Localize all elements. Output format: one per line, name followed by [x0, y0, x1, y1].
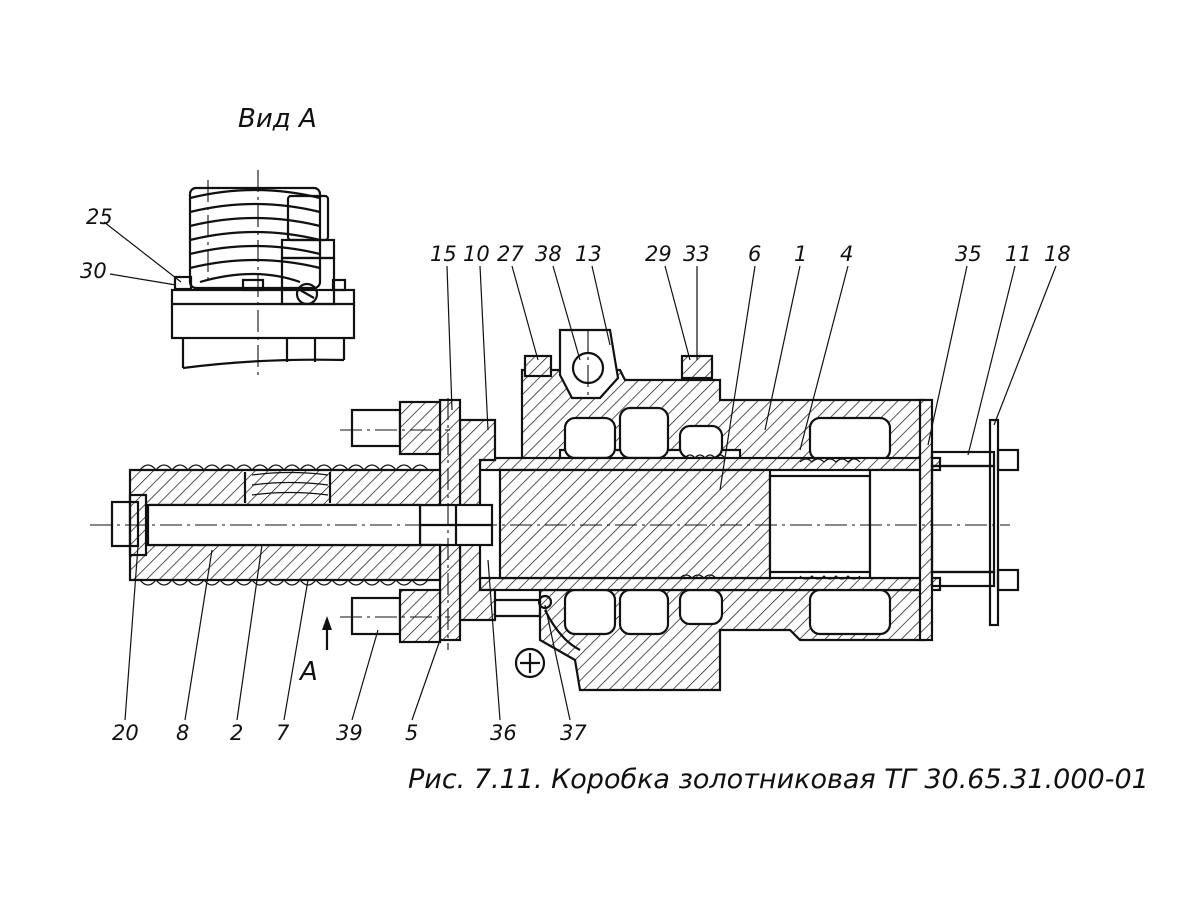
callout-39: 39	[336, 721, 363, 745]
callout-33: 33	[683, 242, 710, 266]
fitting-39	[350, 596, 402, 636]
plate-18	[988, 418, 1000, 627]
callout-1: 1	[794, 242, 807, 266]
pipe-37	[495, 598, 542, 618]
view-a-detail: Вид А 25 30	[80, 104, 356, 375]
arrow-a-label: A	[298, 657, 318, 687]
boss-27	[523, 354, 553, 378]
callout-10: 10	[463, 242, 490, 266]
callouts-bottom: 20 8 2 7 39 5 36 37	[112, 544, 587, 745]
callout-18: 18	[1044, 242, 1071, 266]
nut-top	[996, 448, 1020, 472]
fitting-top-nut	[398, 400, 442, 456]
callout-27: 27	[497, 242, 524, 266]
callout-37: 37	[560, 721, 587, 745]
view-arrow-a: A	[298, 616, 332, 687]
sleeve-top	[478, 456, 942, 472]
view-a-label: Вид А	[238, 104, 317, 134]
main-section: A	[90, 328, 1020, 692]
nut-bottom	[996, 568, 1020, 592]
figure-caption: Рис. 7.11. Коробка золотниковая ТГ 30.65…	[408, 764, 1149, 795]
callout-15: 15	[430, 242, 457, 266]
callout-8: 8	[176, 721, 189, 745]
end-nut-20	[110, 500, 140, 548]
spring-7	[139, 464, 429, 586]
callout-11: 11	[1005, 242, 1032, 266]
spool	[498, 468, 772, 580]
callout-30: 30	[80, 259, 107, 283]
callout-4: 4	[840, 242, 853, 266]
fitting-39-nut	[398, 588, 442, 644]
spool-bore	[768, 474, 872, 574]
view-a-fitting	[286, 194, 330, 242]
view-a-base-plate	[170, 288, 356, 340]
port-38	[558, 328, 620, 400]
callout-13: 13	[575, 242, 602, 266]
callout-29: 29	[645, 242, 672, 266]
callouts-top: 15 10 27 38 13 29 33 6 1 4 35 11 18	[430, 242, 1071, 491]
callout-5: 5	[405, 721, 418, 745]
bracket-eye	[514, 647, 546, 679]
callout-7: 7	[276, 721, 290, 745]
callout-35: 35	[955, 242, 982, 266]
callout-38: 38	[535, 242, 562, 266]
view-a-spring	[188, 186, 322, 290]
callout-2: 2	[230, 721, 243, 745]
callout-20: 20	[112, 721, 139, 745]
rod-11	[930, 450, 996, 468]
fitting-top	[350, 408, 402, 448]
callout-36: 36	[490, 721, 517, 745]
sleeve-bottom	[478, 576, 942, 592]
callout-6: 6	[748, 242, 761, 266]
